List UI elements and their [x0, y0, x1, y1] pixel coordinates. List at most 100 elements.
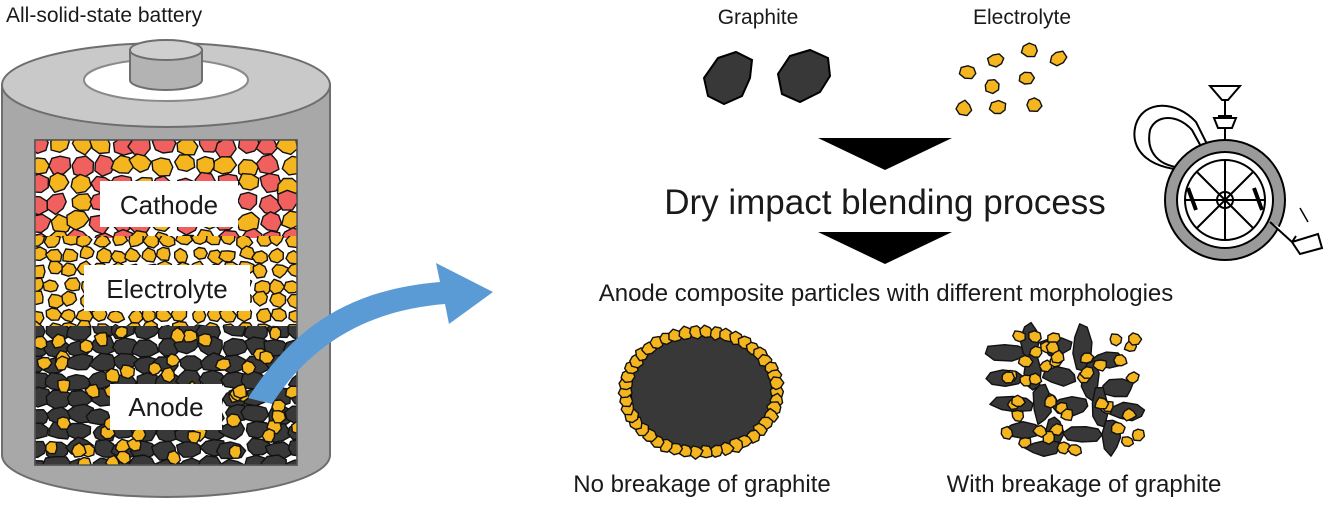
electrolyte-particle	[35, 246, 48, 262]
electrolyte-particle	[64, 277, 81, 292]
battery-window-frame	[34, 139, 298, 466]
electrolyte-particle	[283, 280, 297, 294]
electrolyte-particle	[160, 366, 176, 384]
graphite-particle	[128, 454, 156, 465]
graphite-particle	[285, 459, 297, 465]
electrolyte-particle	[1056, 441, 1071, 455]
battery-title: All-solid-state battery	[6, 4, 203, 27]
graphite-particle	[260, 454, 287, 465]
electrolyte-particle	[1128, 332, 1143, 346]
electrolyte-particle	[141, 246, 157, 263]
electrolyte-particle	[47, 260, 63, 275]
cathode-particle	[277, 189, 297, 211]
electrolyte-particle	[288, 309, 297, 323]
electrolyte-particle	[62, 248, 79, 263]
cathode-particle	[280, 227, 297, 238]
electrolyte-particle	[986, 53, 1005, 68]
electrolyte-particle	[191, 308, 207, 324]
cathode-particle	[71, 155, 95, 179]
electrolyte-particle	[285, 249, 297, 265]
electrolyte-particle	[79, 339, 94, 354]
electrolyte-particle	[173, 247, 189, 264]
electrolyte-particle	[286, 262, 297, 278]
electrolyte-particle	[93, 236, 112, 248]
electrolyte-particle	[51, 333, 67, 349]
electrolyte-particle	[158, 236, 176, 248]
electrolyte-particle	[1018, 71, 1036, 85]
electrolyte-particle	[239, 245, 256, 261]
electrolyte-particle	[268, 236, 285, 247]
down-arrow-bottom	[818, 232, 952, 264]
electrolyte-label-box	[84, 265, 250, 311]
anode-label: Anode	[128, 392, 203, 422]
battery-terminal-top	[129, 39, 203, 61]
cathode-particle	[94, 154, 116, 178]
electrolyte-particle	[1020, 42, 1039, 58]
electrolyte-particle	[1049, 50, 1068, 67]
electrolyte-particle	[984, 78, 1000, 95]
electrolyte-particle	[57, 379, 71, 394]
electrolyte-particle	[1094, 396, 1110, 410]
cathode-particle	[237, 191, 258, 211]
graphite-particles	[702, 48, 832, 106]
electrolyte-particle	[261, 428, 276, 443]
graphite-particle	[178, 457, 203, 465]
electrolyte-particle	[84, 383, 100, 399]
electrolyte-particle	[232, 383, 248, 399]
electrolyte-particle	[50, 140, 70, 154]
electrolyte-particle	[958, 65, 977, 80]
electrolyte-particle	[56, 416, 72, 430]
electrolyte-particle	[181, 329, 199, 343]
electrolyte-particle	[988, 99, 1007, 115]
electrolyte-particle	[709, 444, 724, 458]
result-heading: Anode composite particles with different…	[599, 280, 1174, 307]
electrolyte-particle	[1131, 428, 1146, 442]
electrolyte-particle	[112, 236, 129, 247]
electrolyte-particle	[252, 262, 268, 279]
electrolyte-particle	[70, 442, 87, 458]
graphite-particle	[35, 422, 49, 440]
electrolyte-particle	[148, 361, 163, 376]
electrolyte-particle	[128, 236, 145, 248]
electrolyte-particle	[1028, 330, 1042, 344]
electrolyte-particle	[1000, 425, 1014, 440]
cathode-label: Cathode	[120, 190, 218, 220]
electrolyte-particle	[291, 420, 297, 435]
with-breakage-label: With breakage of graphite	[947, 471, 1222, 498]
electrolyte-particle	[35, 290, 44, 306]
electrolyte-particle	[1066, 444, 1083, 457]
electrolyte-particle	[1012, 330, 1026, 343]
electrolyte-particle	[268, 247, 284, 264]
electrolyte-particle	[1018, 437, 1032, 449]
electrolyte-particle	[75, 236, 93, 249]
electrolyte-particle	[95, 247, 114, 264]
electrolyte-particle	[62, 236, 81, 246]
cathode-particle	[260, 211, 283, 233]
electrolyte-particle	[649, 335, 664, 350]
graphite-particle	[175, 441, 202, 458]
graphite-particle	[702, 50, 754, 106]
electrolyte-layer-label: Electrolyte	[106, 274, 227, 304]
electrolyte-particle	[88, 140, 111, 155]
electrolyte-particle	[48, 171, 70, 194]
electrolyte-particle	[1121, 407, 1138, 422]
electrolyte-particle	[142, 236, 160, 249]
electrolyte-particle	[1038, 359, 1053, 373]
cathode-particle	[35, 173, 50, 194]
cathode-particle	[237, 140, 260, 155]
graphite-particle	[240, 404, 270, 423]
electrolyte-particle	[251, 250, 269, 264]
electrolyte-particle	[59, 308, 76, 323]
electrolyte-particle	[1011, 409, 1025, 423]
electrolyte-particle	[1032, 424, 1048, 438]
electrolyte-particle	[36, 356, 53, 371]
cathode-particle	[35, 140, 49, 155]
electrolyte-particle	[275, 140, 297, 156]
cathode-label-box	[100, 181, 238, 227]
electrolyte-particle	[176, 140, 199, 156]
electrolyte-particle	[1125, 371, 1140, 384]
electrolyte-particle	[35, 264, 46, 279]
electrolyte-particle	[45, 307, 63, 321]
electrolyte-particle	[1120, 436, 1135, 448]
